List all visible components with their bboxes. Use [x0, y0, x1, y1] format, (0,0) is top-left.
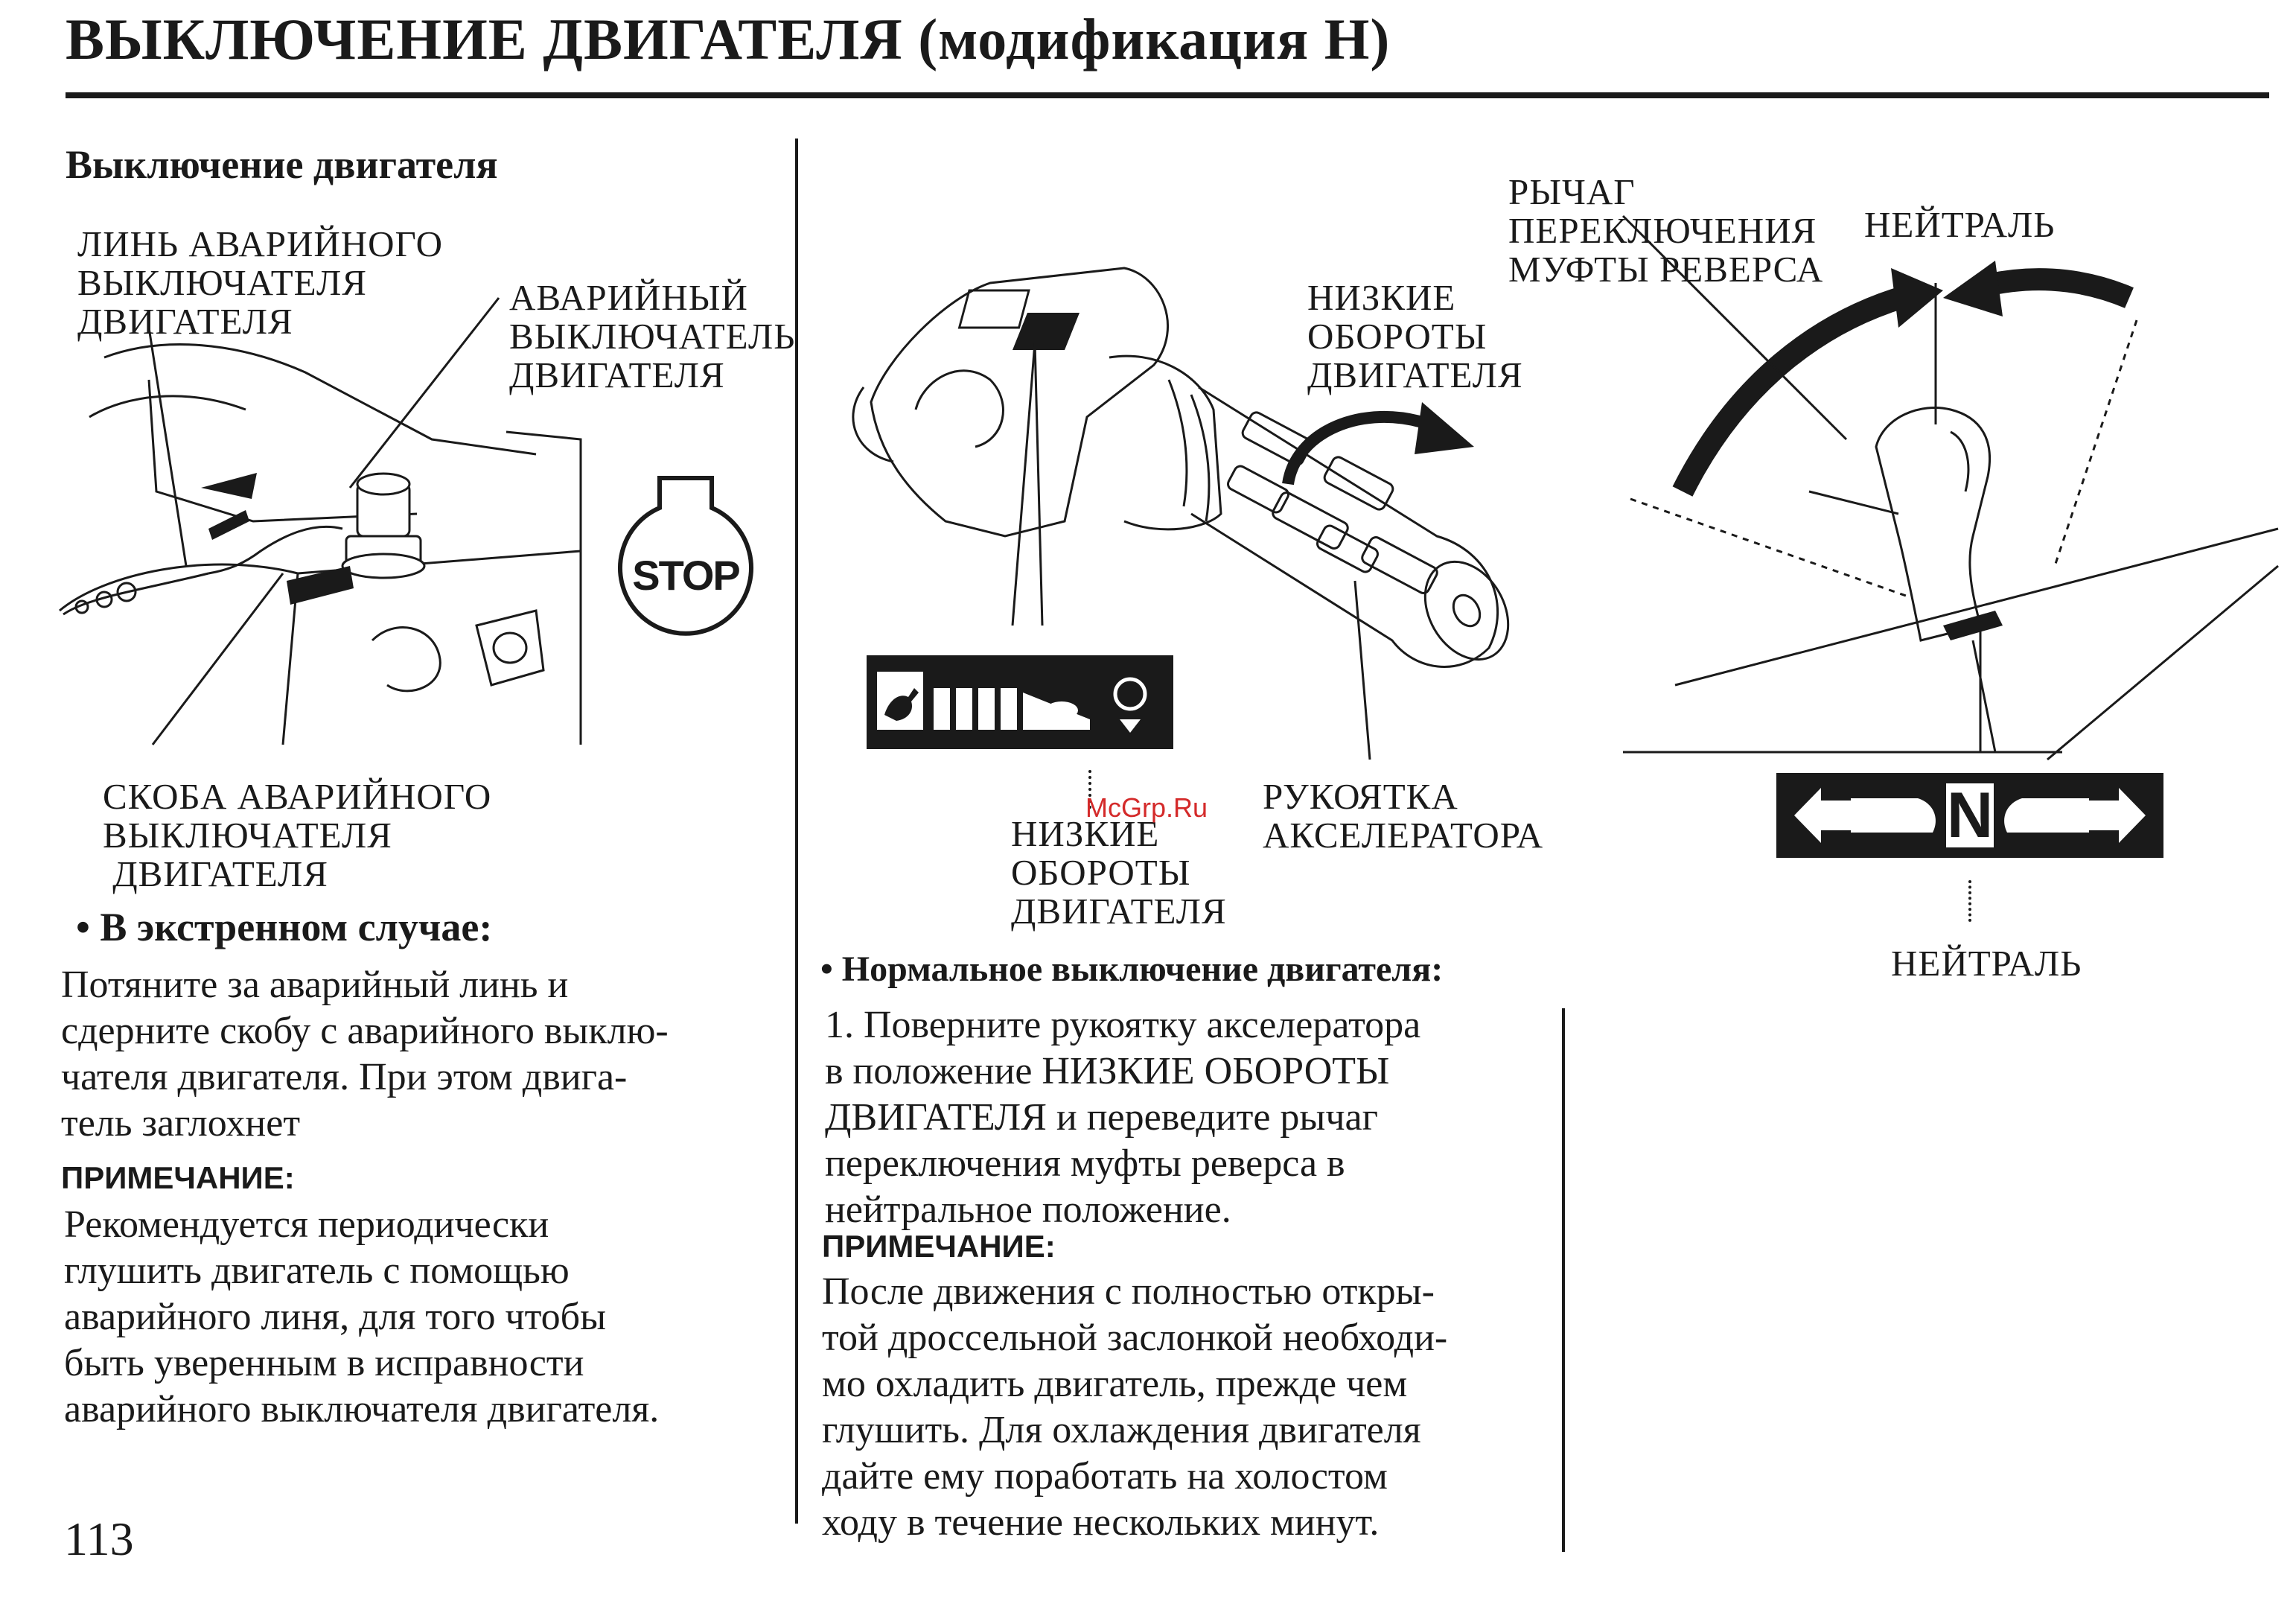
stop-symbol-text: STOP: [632, 552, 740, 599]
neutral-symbol-letter: N: [1946, 780, 1994, 851]
label-neutral-top: НЕЙТРАЛЬ: [1864, 204, 2056, 245]
title-rule: [66, 92, 2269, 98]
normal-shutdown-heading: • Нормальное выключение двигателя:: [820, 949, 1444, 989]
emergency-switch-illustration: [59, 297, 582, 745]
emergency-text: Потяните за аварийный линь и сдерните ск…: [61, 964, 669, 1145]
page-title: ВЫКЛЮЧЕНИЕ ДВИГАТЕЛЯ (модификация H): [66, 7, 1391, 71]
note-label-left: ПРИМЕЧАНИЕ:: [61, 1160, 295, 1195]
label-low-rpm-top: НИЗКИЕ ОБОРОТЫ ДВИГАТЕЛЯ: [1307, 277, 1523, 395]
reverse-lever-illustration: [1621, 214, 2279, 761]
neutral-indicator-icon: [1776, 773, 2163, 858]
note-text-middle: После движения с полностью откры- той др…: [822, 1270, 1448, 1544]
note-text-left: Рекомендуется периодически глушить двига…: [64, 1203, 660, 1430]
label-reverse-lever: РЫЧАГ ПЕРЕКЛЮЧЕНИЯ МУФТЫ РЕВЕРСА: [1508, 171, 1824, 290]
label-clip: СКОБА АВАРИЙНОГО ВЫКЛЮЧАТЕЛЯ ДВИГАТЕЛЯ: [103, 776, 492, 894]
section-heading: Выключение двигателя: [66, 142, 498, 187]
throttle-indicator-panel: [867, 655, 1173, 749]
dotted-leader-low-rpm: [1088, 770, 1091, 809]
label-throttle-grip: РУКОЯТКА АКСЕЛЕРАТОРА: [1263, 776, 1544, 856]
label-lanyard: ЛИНЬ АВАРИЙНОГО ВЫКЛЮЧАТЕЛЯ ДВИГАТЕЛЯ: [77, 223, 444, 342]
note-label-middle: ПРИМЕЧАНИЕ:: [822, 1229, 1056, 1264]
label-emergency-switch: АВАРИЙНЫЙ ВЫКЛЮЧАТЕЛЬ ДВИГАТЕЛЯ: [509, 277, 796, 395]
column-divider-left: [795, 139, 798, 1524]
dotted-leader-neutral: [1968, 880, 1971, 922]
throttle-grip-illustration: [852, 267, 1510, 760]
page-number: 113: [64, 1512, 134, 1565]
emergency-heading: • В экстренном случае:: [76, 905, 493, 949]
label-neutral-bottom: НЕЙТРАЛЬ: [1891, 943, 2082, 984]
step1-text: 1. Поверните рукоятку акселератора в пол…: [825, 1004, 1421, 1231]
label-low-rpm-bottom: НИЗКИЕ ОБОРОТЫ ДВИГАТЕЛЯ: [1011, 813, 1227, 932]
column-divider-right: [1562, 1008, 1565, 1552]
watermark: McGrp.Ru: [1085, 792, 1208, 823]
stop-symbol-icon: [618, 476, 753, 636]
